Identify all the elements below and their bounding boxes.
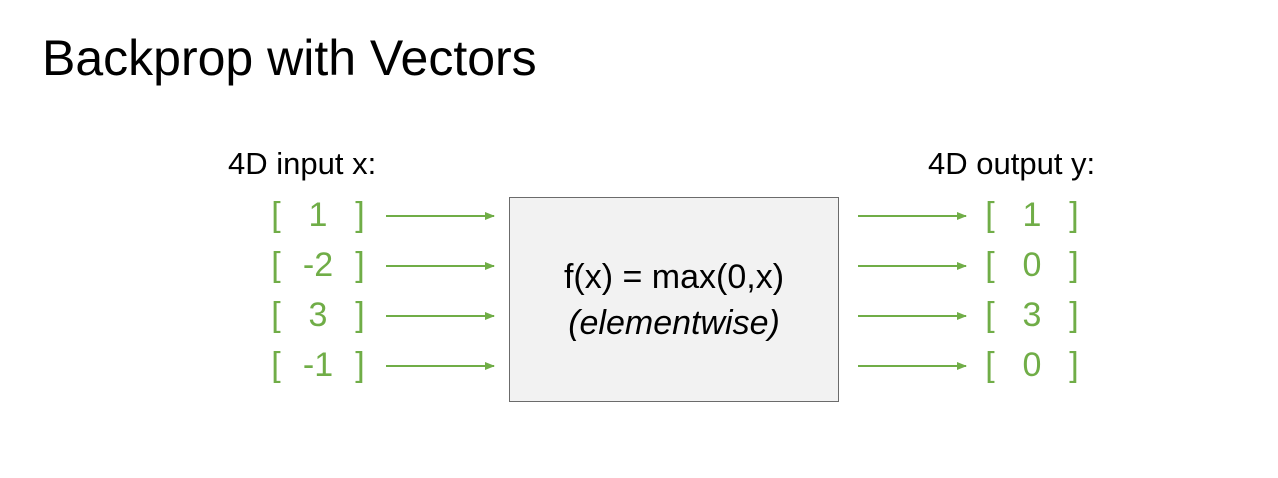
input-vector-entry: [ -1 ] [268,340,368,390]
output-value: 1 [1022,196,1042,234]
input-value: 3 [308,296,328,334]
right-bracket: ] [355,346,365,384]
output-vector-entry: [ 0 ] [982,240,1082,290]
input-vector: [ 1 ] [ -2 ] [ 3 ] [ -1 ] [268,190,368,390]
input-vector-entry: [ 1 ] [268,190,368,240]
left-bracket: [ [271,296,281,334]
input-vector-entry: [ 3 ] [268,290,368,340]
function-expression: f(x) = max(0,x) [563,257,785,296]
left-bracket: [ [985,346,995,384]
input-label: 4D input x: [228,146,377,181]
left-bracket: [ [985,196,995,234]
output-label: 4D output y: [928,146,1096,181]
output-value: 3 [1022,296,1042,334]
right-bracket: ] [1069,196,1079,234]
right-bracket: ] [355,246,365,284]
input-value: 1 [308,196,328,234]
function-note: (elementwise) [568,303,780,342]
output-vector: [ 1 ] [ 0 ] [ 3 ] [ 0 ] [982,190,1082,390]
input-value: -2 [302,246,334,284]
left-bracket: [ [985,246,995,284]
output-vector-entry: [ 1 ] [982,190,1082,240]
slide-title: Backprop with Vectors [42,30,537,86]
input-value: -1 [302,346,334,384]
left-bracket: [ [271,246,281,284]
right-bracket: ] [355,296,365,334]
left-bracket: [ [271,196,281,234]
left-bracket: [ [985,296,995,334]
right-bracket: ] [1069,246,1079,284]
output-value: 0 [1022,246,1042,284]
right-bracket: ] [355,196,365,234]
right-bracket: ] [1069,296,1079,334]
left-bracket: [ [271,346,281,384]
function-box: f(x) = max(0,x) (elementwise) [509,197,839,402]
output-vector-entry: [ 3 ] [982,290,1082,340]
right-bracket: ] [1069,346,1079,384]
input-vector-entry: [ -2 ] [268,240,368,290]
output-vector-entry: [ 0 ] [982,340,1082,390]
output-value: 0 [1022,346,1042,384]
